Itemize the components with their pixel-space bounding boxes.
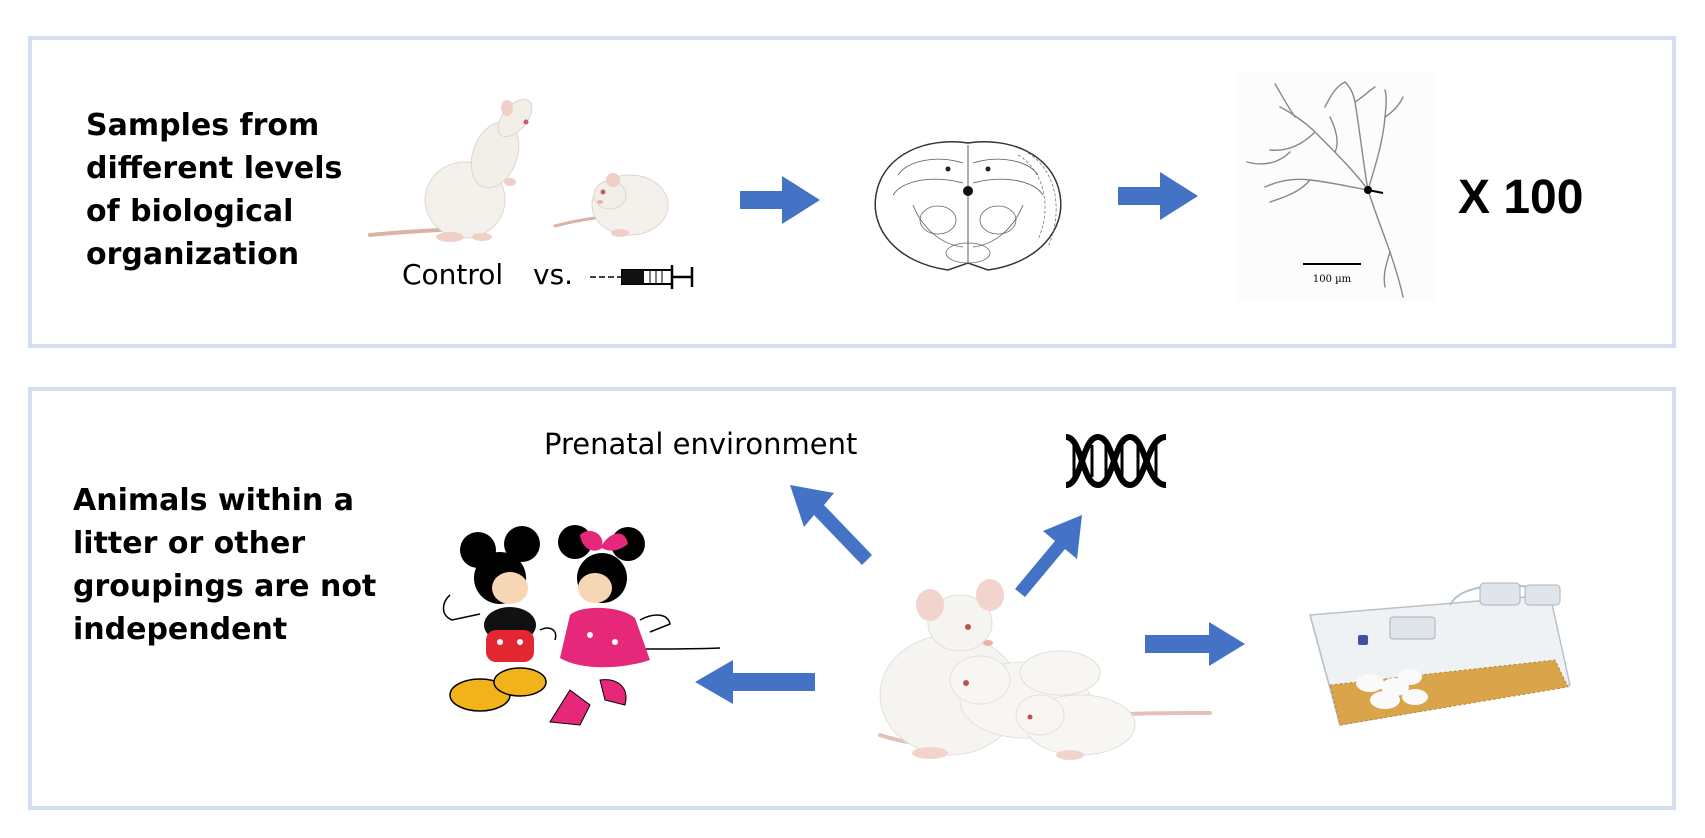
litter-grouping-panel bbox=[28, 387, 1676, 810]
arrow-to-housing bbox=[1145, 622, 1245, 666]
control-label: Control bbox=[402, 258, 504, 291]
rat-sitting-image bbox=[553, 173, 669, 237]
litter-grouping-heading: Animals within a litter or other groupin… bbox=[73, 483, 377, 647]
arrow-to-genetics bbox=[1015, 515, 1082, 597]
neuron-tracing-image: 100 µm bbox=[1235, 72, 1435, 302]
scale-bar-label: 100 µm bbox=[1313, 274, 1352, 285]
arrow-right-2 bbox=[1118, 172, 1198, 220]
multiplier-label: X 100 bbox=[1458, 171, 1584, 224]
rat-standing-image bbox=[368, 98, 533, 242]
mouse-cage-image bbox=[1309, 582, 1571, 726]
prenatal-environment-label: Prenatal environment bbox=[544, 427, 858, 461]
cartoon-mice-image bbox=[442, 525, 721, 726]
arrow-right-1 bbox=[740, 176, 820, 224]
sample-levels-heading: Samples from different levels of biologi… bbox=[86, 108, 343, 272]
mouse-litter-image bbox=[878, 579, 1212, 760]
dna-icon bbox=[1065, 433, 1167, 489]
arrow-to-social bbox=[695, 660, 815, 704]
syringe-icon bbox=[590, 265, 694, 289]
arrow-to-prenatal bbox=[790, 485, 872, 565]
brain-section-image bbox=[874, 141, 1062, 271]
vs-label: vs. bbox=[533, 258, 574, 291]
